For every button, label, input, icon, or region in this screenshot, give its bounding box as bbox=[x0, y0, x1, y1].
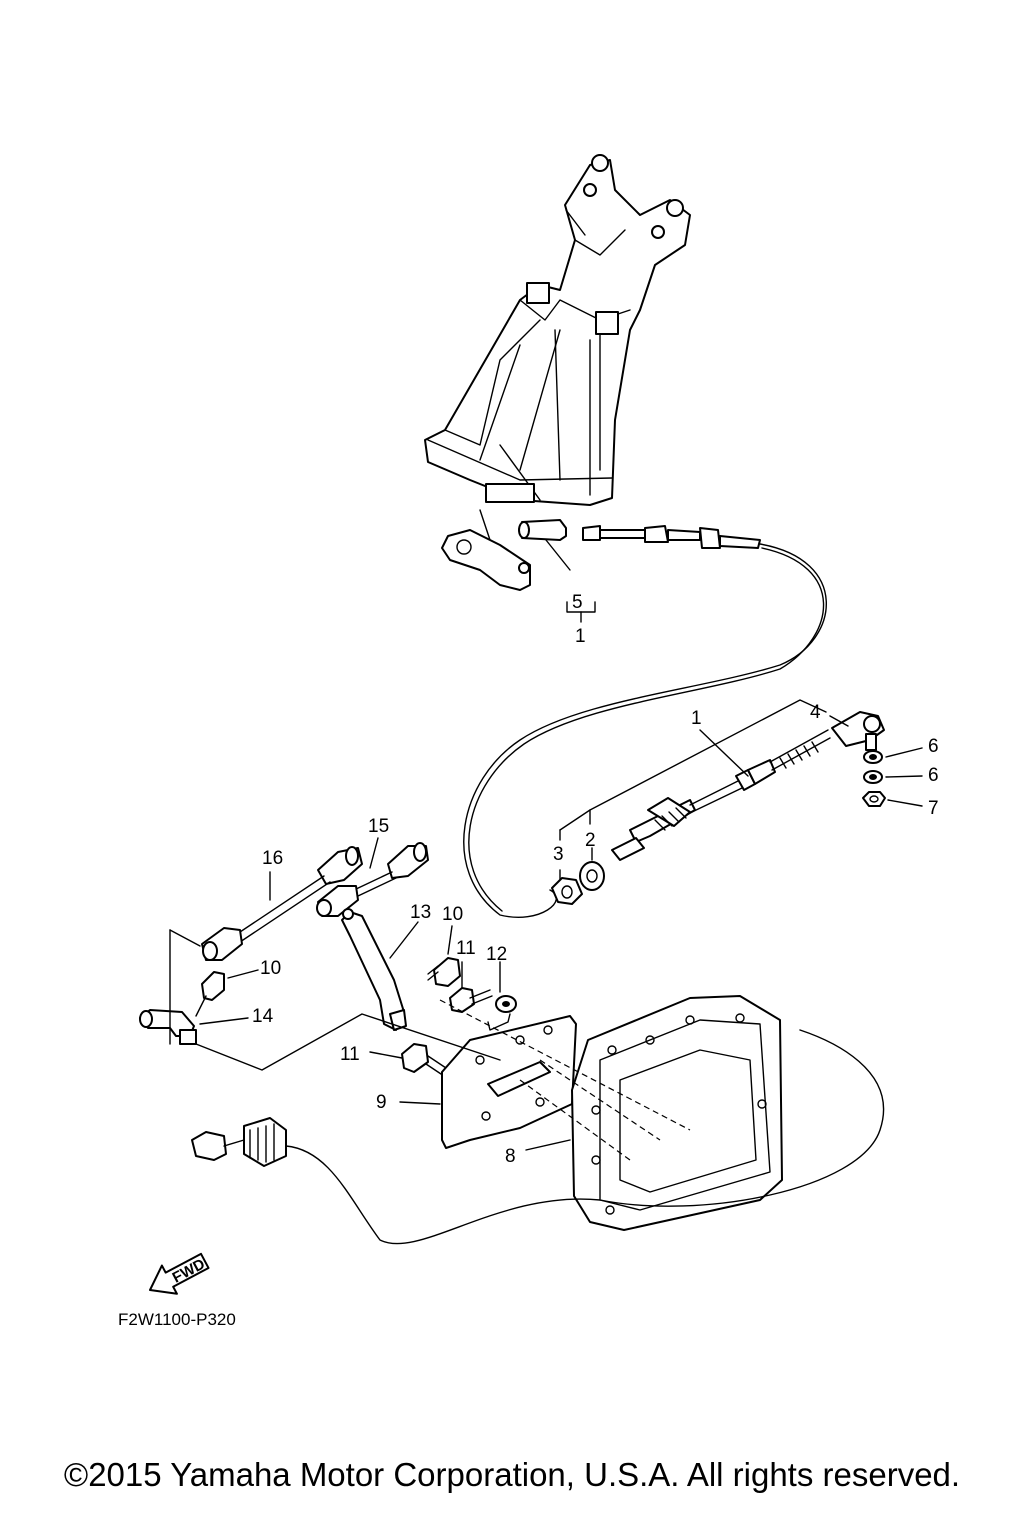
callout-7: 7 bbox=[928, 798, 939, 819]
callout-10-b: 10 bbox=[260, 958, 281, 979]
bolts-washer bbox=[401, 957, 517, 1077]
drawing-code: F2W1100-P320 bbox=[118, 1310, 236, 1329]
callout-1-top: 1 bbox=[575, 626, 586, 647]
callout-4: 4 bbox=[810, 702, 821, 723]
sensor-14 bbox=[139, 971, 225, 1045]
fwd-arrow: FWD bbox=[149, 1252, 210, 1295]
copyright-notice: ©2015 Yamaha Motor Corporation, U.S.A. A… bbox=[64, 1456, 960, 1493]
jet-pump-housing bbox=[424, 154, 691, 506]
callout-6-b: 6 bbox=[928, 765, 939, 786]
bracket-13 bbox=[341, 908, 407, 1031]
callout-6-a: 6 bbox=[928, 736, 939, 757]
callout-1-cable: 1 bbox=[691, 708, 702, 729]
callout-5: 5 bbox=[572, 592, 583, 613]
plate-9 bbox=[441, 1015, 577, 1149]
callout-11-b: 11 bbox=[340, 1044, 360, 1065]
leader-lines bbox=[169, 539, 923, 1151]
cable-15 bbox=[316, 842, 429, 917]
callout-12: 12 bbox=[486, 944, 507, 965]
callout-13: 13 bbox=[410, 902, 431, 923]
cable-16 bbox=[201, 846, 363, 961]
callout-2: 2 bbox=[585, 830, 596, 851]
washers-nut bbox=[862, 750, 886, 807]
callout-11-a: 11 bbox=[456, 938, 476, 959]
callout-14: 14 bbox=[252, 1006, 274, 1027]
controller-box-8 bbox=[439, 995, 783, 1231]
wire-harness bbox=[191, 1029, 885, 1245]
steering-cable bbox=[463, 519, 831, 918]
callout-15: 15 bbox=[368, 816, 389, 837]
ball-joint bbox=[831, 711, 885, 751]
nut-washer-2-3 bbox=[551, 861, 605, 905]
callout-16: 16 bbox=[262, 848, 283, 869]
callout-3: 3 bbox=[553, 844, 564, 865]
callout-10-a: 10 bbox=[442, 904, 463, 925]
callout-8: 8 bbox=[505, 1146, 516, 1167]
callout-9: 9 bbox=[376, 1092, 387, 1113]
nozzle-lever bbox=[441, 509, 531, 591]
